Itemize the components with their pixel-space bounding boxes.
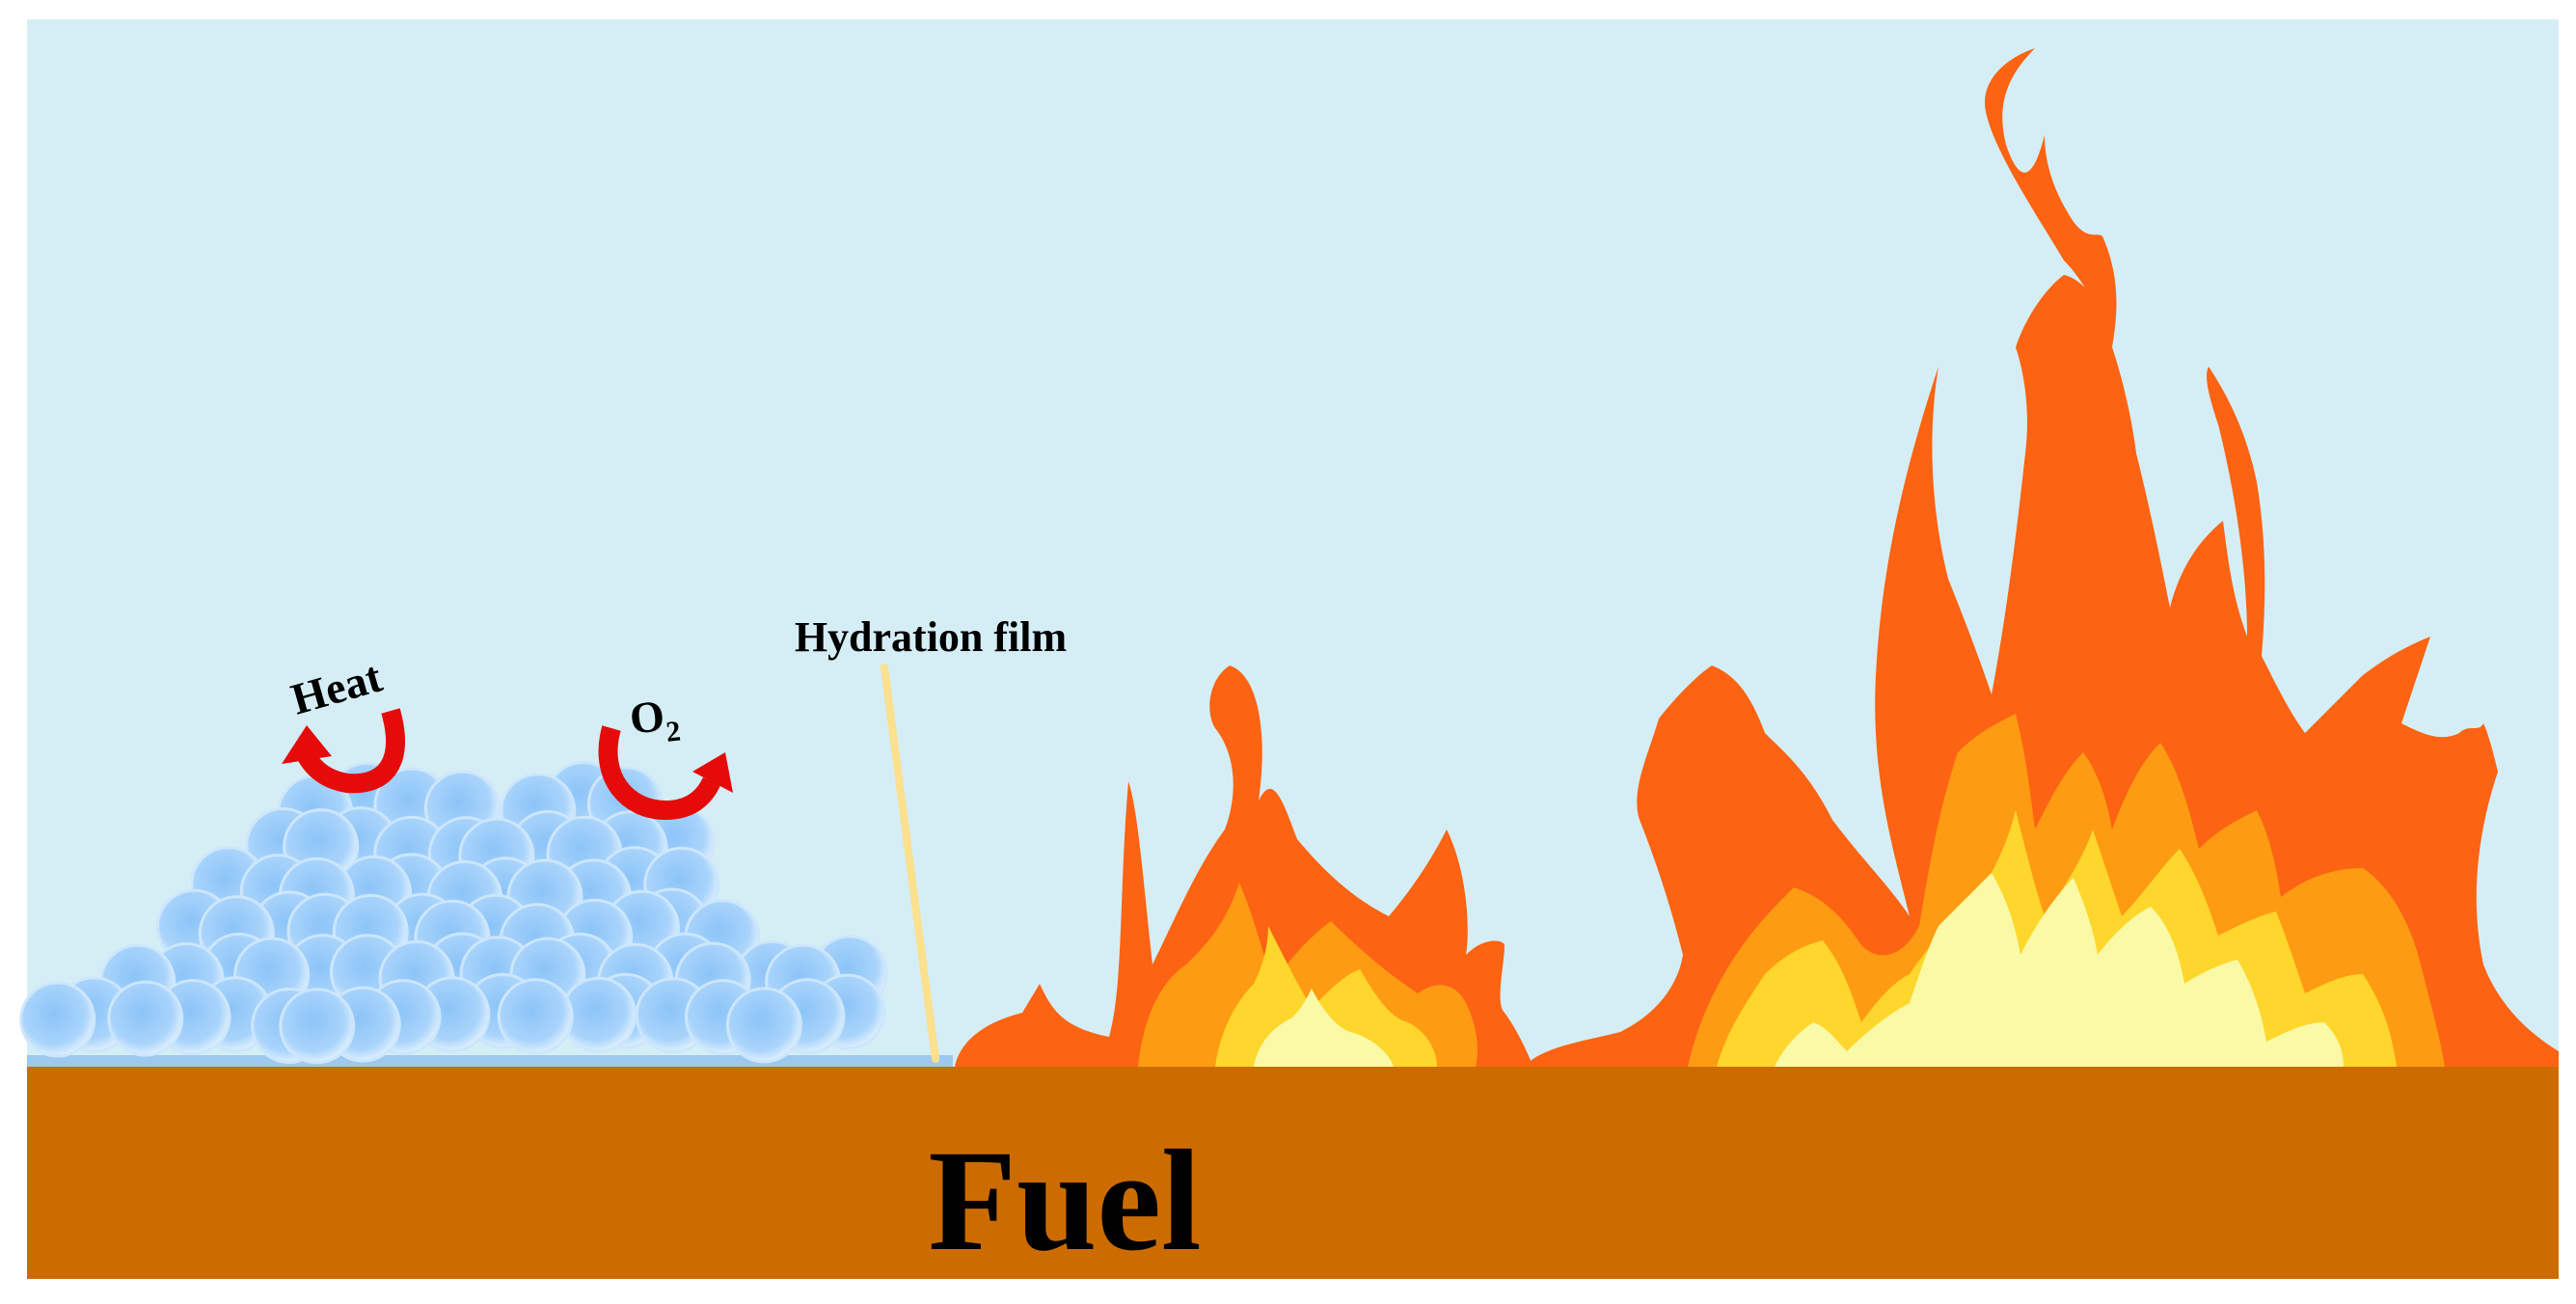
particle: [497, 978, 574, 1055]
small-flame: [955, 666, 1533, 1067]
oxygen-symbol: O: [627, 691, 666, 743]
fuel-layer: [27, 1067, 2559, 1279]
large-flame-outer: [1524, 48, 2559, 1067]
particle: [725, 987, 802, 1064]
small-flame-core: [1254, 989, 1394, 1067]
oxygen-subscript: 2: [664, 715, 682, 747]
large-flame: [1524, 48, 2559, 1067]
small-flame-outer: [955, 666, 1533, 1067]
particle-pile: [19, 761, 888, 1065]
film-base-layer: [27, 1055, 953, 1067]
large-flame-core: [1775, 873, 2344, 1067]
fuel-label: Fuel: [928, 1121, 1201, 1281]
small-flame-inner: [1215, 926, 1437, 1067]
hydration-film-label: Hydration film: [795, 613, 1067, 661]
oxygen-arrow-icon: [598, 725, 733, 821]
particle: [19, 981, 96, 1058]
particle: [107, 980, 184, 1057]
oxygen-label: O2: [627, 690, 682, 752]
hydration-film-pointer: [881, 664, 939, 1063]
particle: [279, 988, 356, 1065]
heat-arrow-icon: [282, 708, 405, 794]
